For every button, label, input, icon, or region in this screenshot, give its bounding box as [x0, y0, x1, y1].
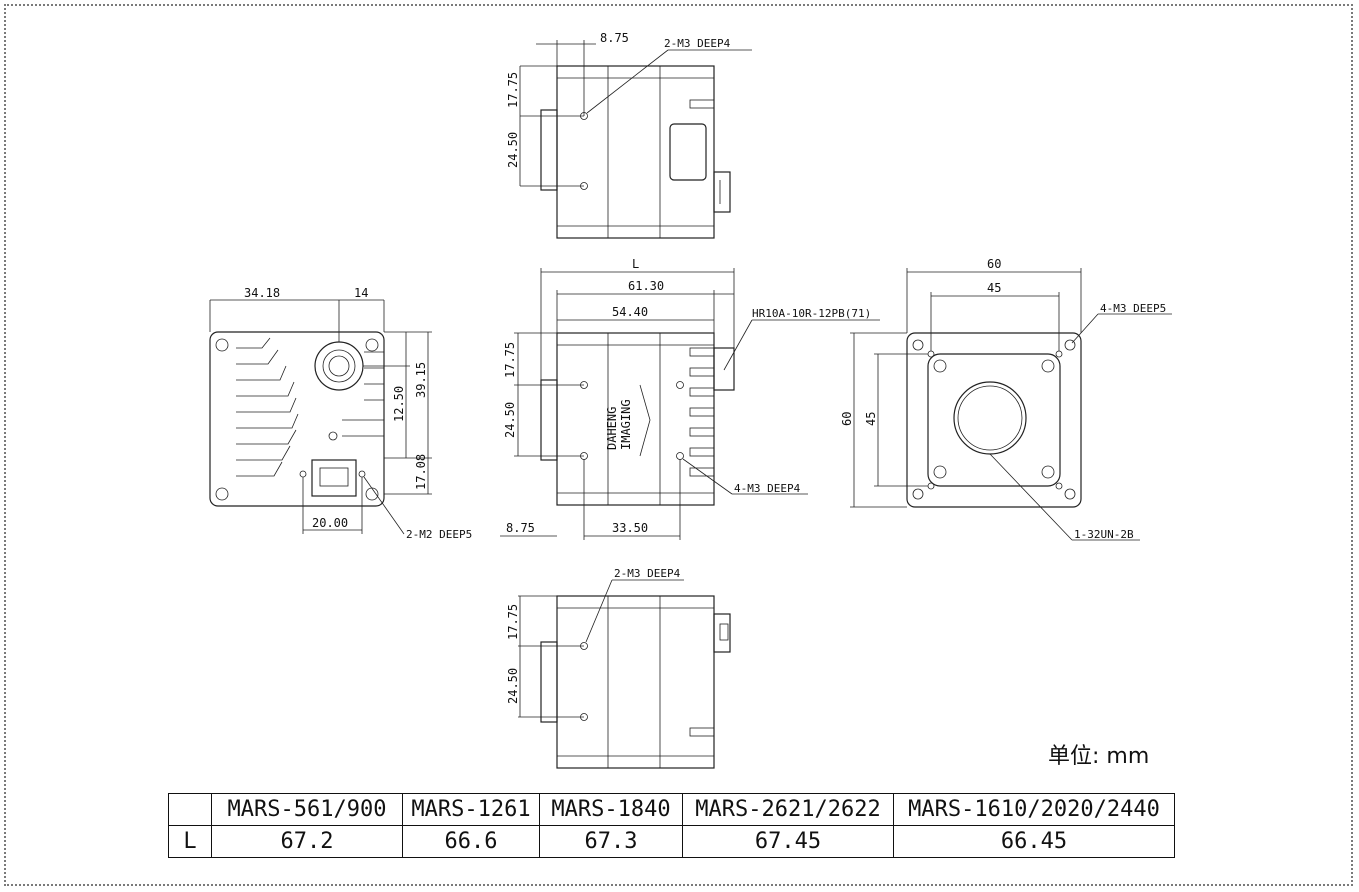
- side-logo-2: IMAGING: [619, 399, 633, 450]
- side-hole-4: [676, 452, 684, 460]
- bottom-body-outline: [556, 595, 715, 769]
- side-connector-note: HR10A-10R-12PB(71): [752, 307, 871, 320]
- side-note: 4-M3 DEEP4: [734, 482, 801, 495]
- bottom-connector: [713, 613, 731, 653]
- table-cell: 66.6: [402, 825, 540, 858]
- front-lens-mount: [953, 381, 1027, 455]
- rear-dim-1250: 12.50: [392, 386, 406, 422]
- table-row: L 67.2 66.6 67.3 67.45 66.45: [168, 825, 1175, 858]
- side-body-outline: [556, 332, 715, 506]
- table-header-cell: MARS-1610/2020/2440: [893, 793, 1175, 826]
- drawing-frame: [4, 4, 1353, 886]
- rear-fins: [236, 337, 384, 477]
- table-cell: 67.2: [211, 825, 403, 858]
- top-window: [669, 123, 707, 181]
- rear-note: 2-M2 DEEP5: [406, 528, 472, 541]
- unit-label: 单位: mm: [1048, 744, 1150, 769]
- top-connector: [713, 171, 731, 213]
- side-dim-875: 8.75: [506, 521, 535, 535]
- front-screw-3: [933, 465, 947, 479]
- front-dim-w60: 60: [987, 257, 1001, 271]
- front-mount-note: 1-32UN-2B: [1074, 528, 1134, 541]
- front-body-outline: [906, 332, 1082, 508]
- rear-view: 34.18 14 12.50 39.15 17.08 20.00 2-M2 DE…: [209, 286, 472, 541]
- front-view: 60 45 60 45 4-M3 DEEP5 1-32UN-2B: [840, 257, 1172, 541]
- table-header-cell: MARS-2621/2622: [682, 793, 894, 826]
- rear-dim-1708: 17.08: [414, 454, 428, 490]
- table-cell: 67.3: [539, 825, 683, 858]
- side-hole-3: [676, 381, 684, 389]
- top-dim-1775: 17.75: [506, 72, 520, 108]
- side-dim-2450: 24.50: [503, 402, 517, 438]
- table-cell: 66.45: [893, 825, 1175, 858]
- bottom-view: 17.75 24.50 2-M3 DEEP4: [506, 567, 731, 769]
- table-header-cell: MARS-1261: [402, 793, 540, 826]
- side-dim-3350: 33.50: [612, 521, 648, 535]
- side-dim-5440: 54.40: [612, 305, 648, 319]
- table-header-cell: MARS-1840: [539, 793, 683, 826]
- front-dim-h45: 45: [864, 412, 878, 426]
- rear-screw-3: [215, 487, 229, 501]
- rear-connector-ring: [314, 341, 364, 391]
- table-header-row: MARS-561/900 MARS-1261 MARS-1840 MARS-26…: [168, 793, 1175, 826]
- rear-screw-2: [365, 338, 379, 352]
- top-dim-2450: 24.50: [506, 132, 520, 168]
- front-dim-w45: 45: [987, 281, 1001, 295]
- rear-dim-2000: 20.00: [312, 516, 348, 530]
- bottom-note: 2-M3 DEEP4: [614, 567, 681, 580]
- top-view: 8.75 17.75 24.50 2-M3 DEEP4: [506, 31, 752, 239]
- model-length-table: MARS-561/900 MARS-1261 MARS-1840 MARS-26…: [168, 793, 1175, 858]
- rear-screw-1: [215, 338, 229, 352]
- side-dim-1775: 17.75: [503, 342, 517, 378]
- top-dim-875: 8.75: [600, 31, 629, 45]
- rear-m2-hole-1: [299, 470, 307, 478]
- rear-dim-3915: 39.15: [414, 362, 428, 398]
- side-view: DAHENG IMAGING L 61.30 54.40 HR10A-10R-1…: [500, 257, 880, 540]
- bottom-dim-1775: 17.75: [506, 604, 520, 640]
- table-cell: 67.45: [682, 825, 894, 858]
- top-lens-mount: [540, 109, 558, 191]
- front-holes-note: 4-M3 DEEP5: [1100, 302, 1166, 315]
- rear-m2-hole-2: [358, 470, 366, 478]
- side-dim-6130: 61.30: [628, 279, 664, 293]
- side-dim-L: L: [632, 257, 639, 271]
- front-dim-h60: 60: [840, 412, 854, 426]
- table-cell: L: [168, 825, 212, 858]
- top-note: 2-M3 DEEP4: [664, 37, 731, 50]
- table-header-cell: MARS-561/900: [211, 793, 403, 826]
- table-header-cell: [168, 793, 212, 826]
- rear-dim-14: 14: [354, 286, 368, 300]
- front-screw-1: [933, 359, 947, 373]
- side-connector: [713, 347, 735, 391]
- top-body-outline: [556, 65, 715, 239]
- side-logo-1: DAHENG: [605, 407, 619, 450]
- front-screw-2: [1041, 359, 1055, 373]
- bottom-lens-mount: [540, 641, 558, 723]
- rear-ethernet-port: [311, 459, 357, 497]
- bottom-dim-2450: 24.50: [506, 668, 520, 704]
- rear-body-outline: [209, 331, 385, 507]
- side-lens-mount: [540, 379, 558, 461]
- front-screw-4: [1041, 465, 1055, 479]
- front-plate: [927, 353, 1061, 487]
- rear-dim-3418: 34.18: [244, 286, 280, 300]
